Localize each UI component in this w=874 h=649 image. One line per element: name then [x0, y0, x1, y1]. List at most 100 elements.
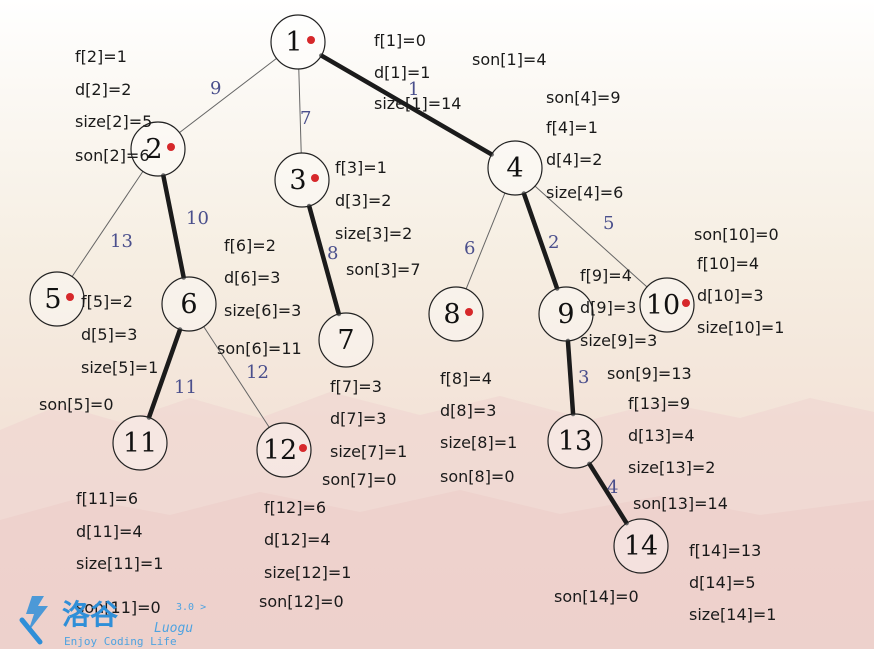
label-f-1: f[1]=0: [374, 31, 426, 50]
label-f-3: f[3]=1: [335, 158, 387, 177]
light-node-dot-icon: [682, 299, 690, 307]
node-number-14: 14: [624, 531, 658, 562]
edge-1-4-heavy: [319, 53, 494, 157]
node-number-3: 3: [289, 165, 306, 196]
label-size-12: size[12]=1: [264, 563, 351, 582]
edge-3-7-heavy: [306, 203, 342, 317]
node-number-6: 6: [180, 289, 197, 320]
edge-weight-4-10: 5: [603, 213, 614, 234]
edge-weight-2-5: 13: [110, 231, 133, 252]
node-number-13: 13: [558, 426, 592, 457]
label-d-12: d[12]=4: [264, 530, 331, 549]
edge-9-13-heavy: [565, 338, 576, 417]
label-size-3: size[3]=2: [335, 224, 412, 243]
node-circle-7: [318, 312, 374, 368]
tree-node-1: 1: [270, 14, 326, 70]
tree-node-13: 13: [547, 413, 603, 469]
edge-weight-2-6: 10: [186, 208, 209, 229]
node-number-5: 5: [44, 284, 61, 315]
node-number-10: 10: [646, 290, 680, 321]
edge-1-3-light: [298, 68, 302, 154]
watermark-en: Luogu: [154, 621, 193, 636]
label-size-2: size[2]=5: [75, 112, 152, 131]
tree-node-7: 7: [318, 312, 374, 368]
node-info-labels: f[1]=0 d[1]=1 size[1]=14 son[1]=4 f[2]=1…: [39, 31, 784, 624]
label-d-11: d[11]=4: [76, 522, 143, 541]
label-size-5: size[5]=1: [81, 358, 158, 377]
edge-weight-3-7: 8: [327, 243, 338, 264]
edge-weight-13-14: 4: [607, 477, 618, 498]
label-f-12: f[12]=6: [264, 498, 326, 517]
edge-weight-1-3: 7: [300, 108, 311, 129]
edge-6-11-heavy: [146, 327, 183, 420]
node-circle-8: [428, 286, 484, 342]
label-d-1: d[1]=1: [374, 63, 430, 82]
node-circle-5: [29, 271, 85, 327]
light-node-dot-icon: [167, 143, 175, 151]
tree-node-10: 10: [639, 277, 695, 333]
edge-4-10-light: [534, 185, 648, 288]
label-size-7: size[7]=1: [330, 442, 407, 461]
label-f-6: f[6]=2: [224, 236, 276, 255]
edge-weight-6-11: 11: [174, 377, 197, 398]
node-circle-14: [613, 518, 669, 574]
node-circle-10: [639, 277, 695, 333]
node-number-1: 1: [285, 27, 302, 58]
tree-node-2: 2: [130, 121, 186, 177]
label-size-6: size[6]=3: [224, 301, 301, 320]
node-number-8: 8: [443, 299, 460, 330]
node-circle-1: [270, 14, 326, 70]
tree-node-6: 6: [161, 276, 217, 332]
node-number-7: 7: [337, 325, 354, 356]
label-f-7: f[7]=3: [330, 377, 382, 396]
label-size-9: size[9]=3: [580, 331, 657, 350]
edge-6-12-light: [203, 326, 270, 428]
light-node-dot-icon: [307, 36, 315, 44]
label-f-2: f[2]=1: [75, 47, 127, 66]
edge-weight-4-9: 2: [548, 232, 559, 253]
tree-node-4: 4: [487, 140, 543, 196]
label-son-10: son[10]=0: [694, 225, 779, 244]
label-d-5: d[5]=3: [81, 325, 137, 344]
edges-layer: [71, 53, 648, 526]
watermark-version: 3.0 >: [176, 602, 206, 613]
node-circle-12: [256, 422, 312, 478]
node-circle-2: [130, 121, 186, 177]
label-son-1: son[1]=4: [472, 50, 547, 69]
label-size-11: size[11]=1: [76, 554, 163, 573]
label-f-13: f[13]=9: [628, 394, 690, 413]
light-node-dot-icon: [66, 293, 74, 301]
edge-4-9-heavy: [521, 191, 560, 291]
tree-node-3: 3: [274, 152, 330, 208]
label-d-9: d[9]=3: [580, 298, 636, 317]
label-f-4: f[4]=1: [546, 118, 598, 137]
edge-weights-layer: 9 7 1 13 10 8 6 2 5 11 12 3 4: [110, 78, 618, 498]
edge-weight-1-4: 1: [408, 79, 419, 100]
label-d-6: d[6]=3: [224, 268, 280, 287]
label-son-5: son[5]=0: [39, 395, 114, 414]
label-d-2: d[2]=2: [75, 80, 131, 99]
node-circle-9: [538, 286, 594, 342]
edge-13-14-heavy: [587, 461, 629, 526]
label-son-11: son[11]=0: [76, 598, 161, 617]
tree-node-5: 5: [29, 271, 85, 327]
luogu-watermark: 洛谷 3.0 > Luogu Enjoy Coding Life: [19, 596, 206, 648]
label-d-14: d[14]=5: [689, 573, 756, 592]
edge-4-8-light: [465, 192, 506, 290]
label-f-10: f[10]=4: [697, 254, 759, 273]
light-node-dot-icon: [299, 444, 307, 452]
label-son-9: son[9]=13: [607, 364, 692, 383]
label-d-8: d[8]=3: [440, 401, 496, 420]
edge-2-6-heavy: [161, 173, 186, 280]
label-f-14: f[14]=13: [689, 541, 761, 560]
edge-weight-6-12: 12: [246, 362, 269, 383]
label-son-6: son[6]=11: [217, 339, 302, 358]
node-number-4: 4: [506, 153, 523, 184]
tree-node-9: 9: [538, 286, 594, 342]
edge-weight-4-8: 6: [464, 238, 475, 259]
node-number-2: 2: [145, 134, 162, 165]
label-d-4: d[4]=2: [546, 150, 602, 169]
edge-weight-1-2: 9: [210, 78, 221, 99]
label-son-3: son[3]=7: [346, 260, 421, 279]
label-son-2: son[2]=6: [75, 146, 150, 165]
